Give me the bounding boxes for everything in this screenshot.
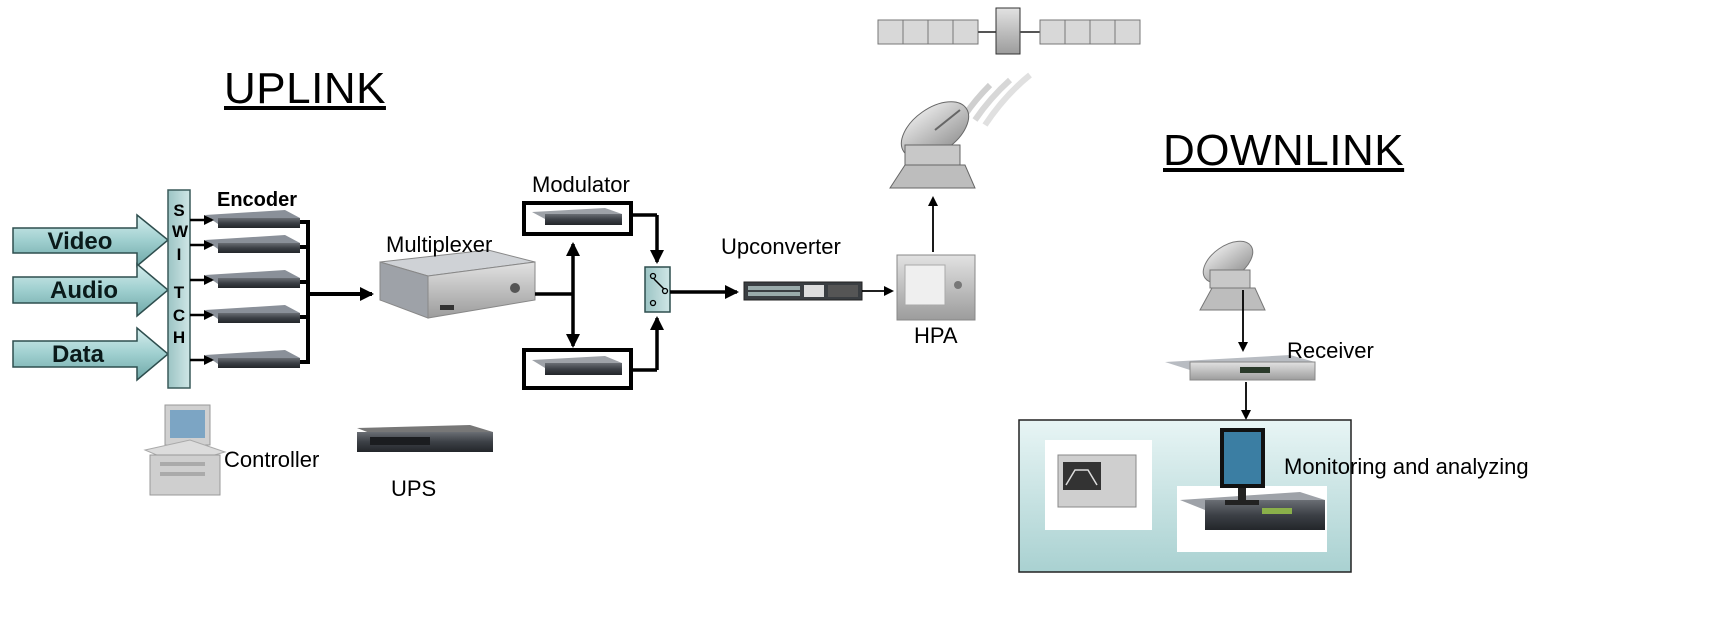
multiplexer-device: [379, 249, 536, 319]
video-input-arrow: [12, 213, 170, 268]
receiver-device: [1165, 355, 1316, 381]
controller-label: Controller: [224, 447, 320, 472]
monitoring-label: Monitoring and analyzing: [1284, 454, 1529, 479]
upconverter-label: Upconverter: [721, 234, 841, 259]
switch-letter: S: [173, 201, 185, 220]
multiplexer-label: Multiplexer: [386, 232, 493, 257]
audio-input-arrow: [12, 262, 170, 318]
switch-letter: W: [172, 222, 189, 241]
data-input-arrow: [12, 326, 170, 382]
receiver-label: Receiver: [1287, 338, 1374, 363]
controller-computer-icon: [143, 404, 227, 496]
encoder-label: Encoder: [217, 189, 298, 211]
modulator-primary: [522, 201, 633, 236]
uplink-title: UPLINK: [224, 64, 386, 113]
hpa-label: HPA: [914, 323, 958, 348]
ups-label: UPS: [391, 476, 437, 501]
modulator-label: Modulator: [532, 172, 630, 197]
encoder-stack: [205, 210, 300, 368]
satellite-icon: [877, 7, 1141, 55]
switch-letter: T: [173, 283, 185, 302]
hpa-device: [896, 254, 976, 321]
switch-to-encoder-arrows: [190, 215, 214, 365]
encoder-unit: [205, 350, 300, 368]
uplink-dish-icon: [889, 72, 1032, 189]
mux-to-modulator-lines: [535, 242, 580, 348]
downlink-title: DOWNLINK: [1163, 126, 1405, 175]
downlink-dish-icon: [1199, 240, 1266, 311]
switch-letter: H: [172, 328, 186, 347]
encoder-bus-lines: [300, 220, 374, 364]
switch-box: [167, 189, 191, 389]
ups-device: [357, 425, 493, 452]
upconverter-device: [743, 281, 863, 301]
spectrum-analyzer-icon: [1045, 440, 1152, 530]
switch-letter: C: [172, 306, 186, 325]
encoder-unit: [205, 235, 300, 253]
encoder-unit: [205, 270, 300, 288]
encoder-unit: [205, 305, 300, 323]
redundancy-switch: [644, 266, 671, 313]
monitor-display-icon: [1177, 428, 1327, 552]
modulator-to-switch-lines: [631, 213, 664, 372]
switch-letter: I: [176, 245, 182, 264]
modulator-backup: [522, 348, 633, 390]
encoder-unit: [205, 210, 300, 228]
